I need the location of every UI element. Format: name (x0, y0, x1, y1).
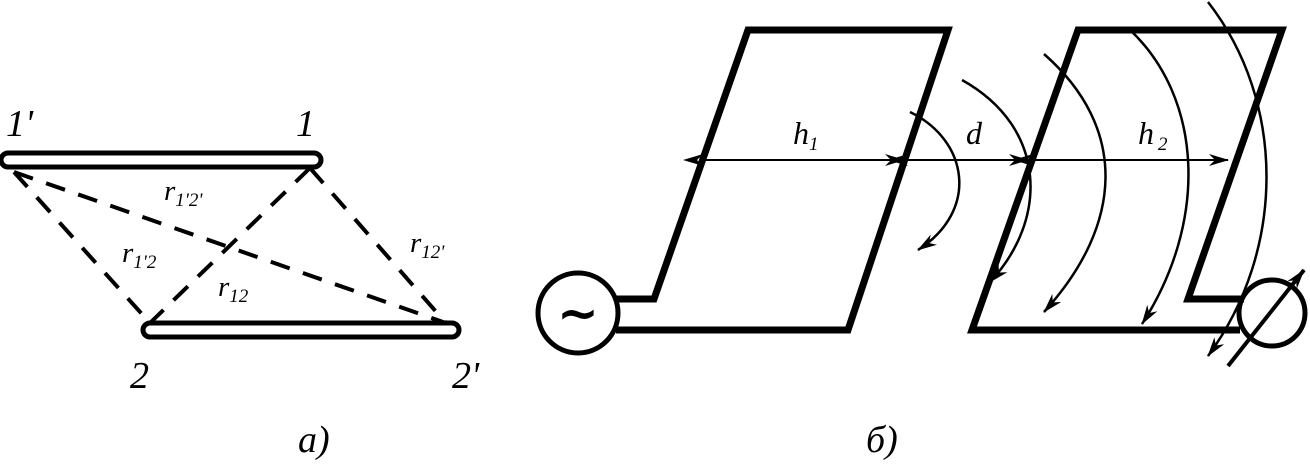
label-r-12: r12 (218, 271, 249, 307)
ac-source-symbol: ~ (557, 284, 599, 342)
loop-2-conductor (967, 26, 1287, 334)
meter-pointer-arrow (1226, 268, 1306, 368)
caption-b: б) (866, 419, 898, 461)
conductor-2-2prime (140, 320, 462, 340)
label-1prime: 1ʹ (6, 103, 34, 145)
field-line-5 (1206, 1, 1268, 357)
meter-icon (1236, 277, 1308, 349)
label-1: 1 (296, 103, 315, 145)
field-line-1 (909, 110, 961, 252)
label-r-1prime2: r1ʹ2 (122, 237, 157, 273)
dash-1-2 (148, 166, 312, 325)
field-line-3 (1043, 53, 1107, 313)
label-2prime: 2ʹ (452, 355, 480, 397)
label-r-12prime: r12ʹ (410, 227, 445, 263)
conductor-1-1prime (0, 150, 324, 170)
label-r-1prime2prime: r1ʹ2ʹ (164, 175, 203, 211)
field-line-2 (961, 78, 1032, 283)
loop-1-conductor (616, 26, 953, 334)
label-2: 2 (130, 355, 149, 397)
dash-1-2prime (308, 166, 448, 325)
field-line-4 (1127, 27, 1190, 325)
label-h1: h1 (793, 115, 819, 155)
dash-1prime-2prime (13, 170, 447, 325)
caption-a: а) (298, 419, 330, 461)
label-d: d (966, 115, 983, 151)
ac-source-icon (535, 270, 621, 356)
figure-a: 1ʹ 1 2 2ʹ r1ʹ2ʹ r1ʹ2 r12ʹ r12 а) (0, 103, 480, 461)
